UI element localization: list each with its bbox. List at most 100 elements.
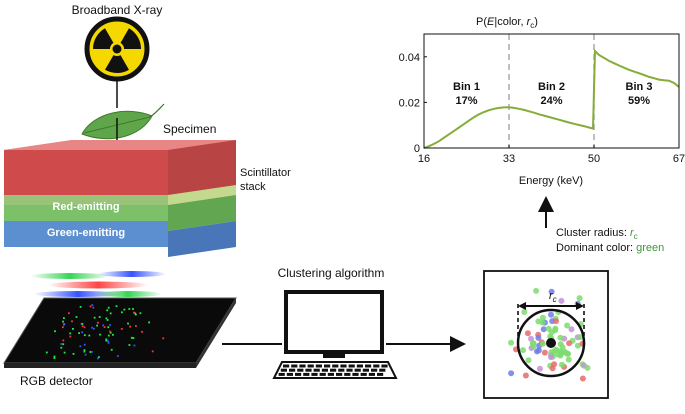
detector-hit	[62, 339, 65, 342]
cluster-hit	[564, 322, 571, 329]
detector-hit	[83, 349, 86, 352]
x-tick-label: 16	[418, 153, 430, 165]
cluster-hit	[539, 314, 546, 321]
key	[356, 364, 363, 368]
detector-hit	[107, 306, 110, 309]
key	[368, 372, 375, 376]
detector-hit	[98, 316, 101, 318]
dominant-color-text: Dominant color: green	[556, 242, 664, 254]
detector-hit	[107, 334, 110, 337]
detector-hit	[62, 326, 64, 329]
x-axis-label: Energy (keV)	[519, 175, 583, 187]
detector-hit	[83, 343, 86, 346]
chart-title: P(E|color, rc)	[476, 16, 538, 30]
detector-hit	[92, 327, 95, 330]
detector-hit	[91, 326, 93, 329]
cluster-hit	[551, 347, 558, 354]
key	[360, 372, 367, 376]
detector-hit	[60, 346, 63, 349]
detector-hit	[83, 350, 86, 353]
key	[338, 368, 345, 372]
y-tick-label: 0.02	[399, 97, 420, 109]
bin-3-percent: 59%	[628, 95, 650, 107]
rgb-detector	[3, 297, 237, 368]
detector-hit	[107, 326, 110, 329]
key	[278, 372, 285, 376]
rc-arrow-right	[576, 302, 584, 310]
detector-hit	[89, 351, 92, 353]
cluster-hit	[522, 372, 529, 379]
detector-hit	[105, 317, 108, 320]
cluster-hit	[541, 349, 548, 356]
cluster-hit	[533, 287, 540, 294]
detector-hit	[79, 306, 82, 308]
bin-3-name: Bin 3	[626, 81, 653, 93]
stack-label: stack	[240, 181, 266, 193]
cluster-hit	[508, 370, 515, 377]
y-tick-label: 0	[414, 143, 420, 155]
cluster-hit	[521, 309, 528, 315]
detector-hit	[53, 357, 56, 359]
detector-hit	[133, 311, 135, 314]
key	[295, 372, 302, 376]
rc-arrow-left	[518, 302, 526, 310]
bin-2-name: Bin 2	[538, 81, 565, 93]
cluster-hit	[568, 326, 575, 333]
cluster-hit	[525, 357, 532, 364]
detector-hits	[45, 304, 165, 360]
key	[379, 368, 386, 372]
blue-layer-label: Blue-emitting	[51, 253, 121, 265]
key	[319, 372, 326, 376]
detector-hit	[162, 337, 165, 340]
detector-hit	[91, 351, 93, 353]
clustering-label: Clustering algorithm	[278, 266, 385, 280]
key	[297, 368, 304, 372]
x-tick-label: 33	[503, 153, 515, 165]
cluster-hit	[536, 365, 543, 372]
detector-hit	[93, 316, 96, 319]
key	[307, 364, 314, 368]
key	[289, 368, 296, 372]
detector-hit	[134, 313, 137, 316]
detector-hit	[71, 320, 73, 323]
red-layer-label: Red-emitting	[52, 201, 119, 213]
green-layer-label: Green-emitting	[47, 227, 125, 239]
cluster-hit	[557, 334, 564, 341]
detector-hit	[63, 323, 65, 325]
detector-hit	[107, 342, 110, 344]
cluster-hit	[535, 334, 542, 341]
cluster-hit	[539, 319, 546, 326]
key	[280, 368, 287, 372]
cluster-hit	[577, 334, 583, 341]
detector-hit	[62, 320, 64, 323]
detector-hit	[139, 312, 142, 315]
cluster-hit	[548, 354, 554, 361]
detector-hit	[92, 306, 95, 309]
cluster-hit	[584, 364, 591, 371]
detector-hit	[134, 312, 137, 315]
bin-1-name: Bin 1	[453, 81, 480, 93]
key	[313, 368, 320, 372]
detector-hit	[112, 333, 114, 336]
cluster-panel	[483, 270, 609, 399]
detector-hit	[109, 324, 111, 326]
cluster-hit	[528, 335, 534, 342]
cluster-radius-text: Cluster radius: rc	[556, 227, 638, 241]
key	[346, 368, 353, 372]
cluster-hit	[559, 361, 565, 368]
x-tick-label: 50	[588, 153, 600, 165]
key	[381, 364, 388, 368]
detector-hit	[141, 330, 143, 333]
detector-hit	[148, 321, 150, 324]
detector-label: RGB detector	[20, 374, 93, 388]
detector-hit	[109, 331, 112, 334]
cluster-hit	[524, 330, 531, 337]
detector-hit	[109, 330, 111, 333]
scintillator-label: Scintillator	[240, 167, 291, 179]
detector-hit	[106, 309, 109, 312]
detector-hit	[79, 345, 82, 348]
bin-1-percent: 17%	[455, 95, 477, 107]
cluster-hit	[520, 347, 526, 354]
cluster-hit	[566, 340, 573, 347]
cluster-hit	[557, 341, 564, 348]
